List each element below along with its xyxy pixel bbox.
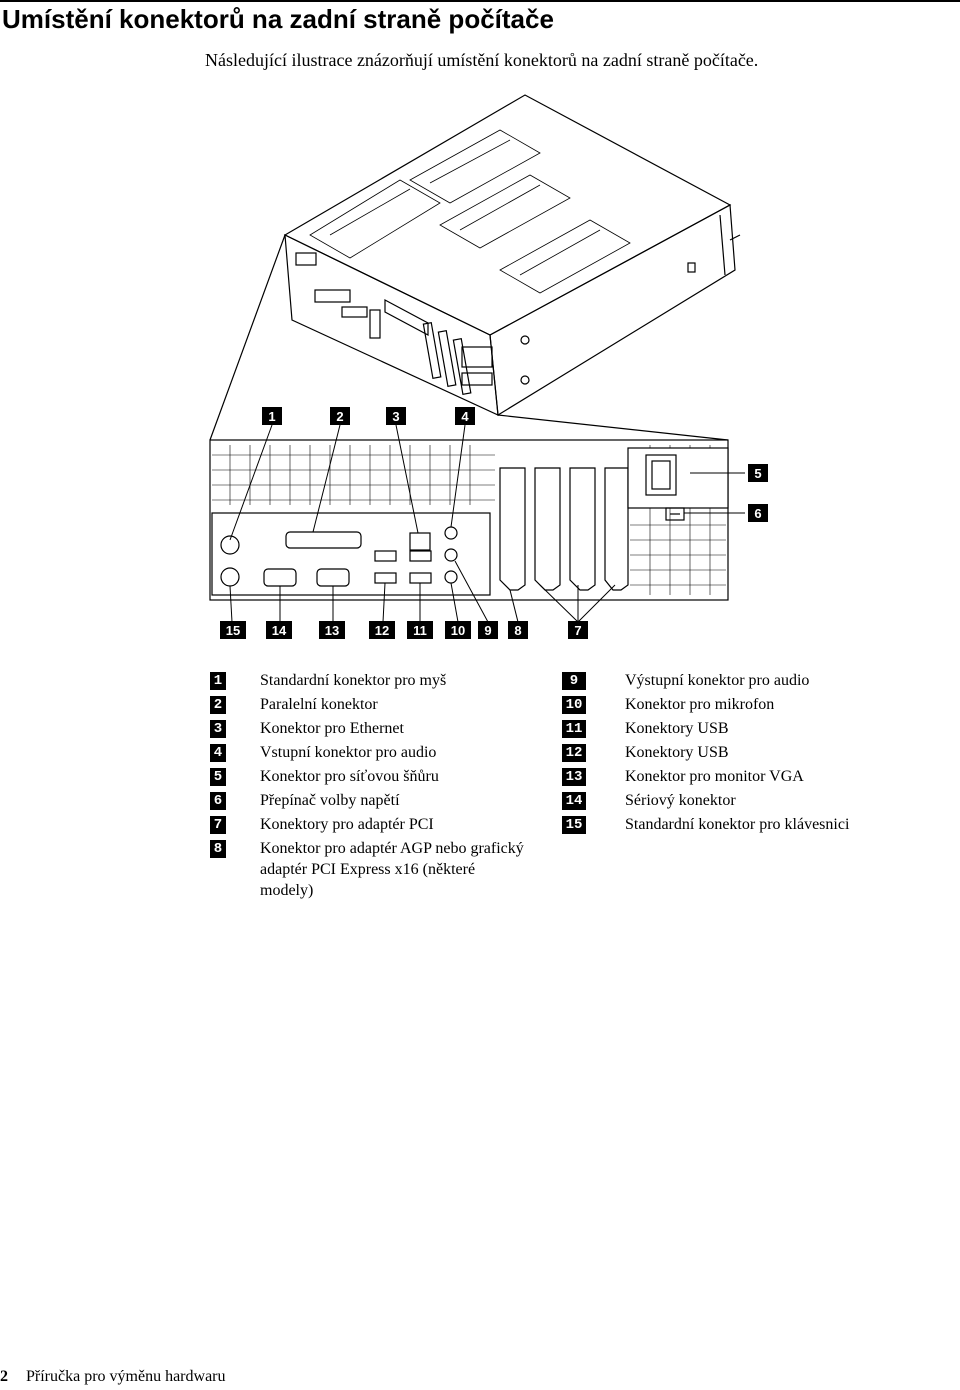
callout-badge-top: 1 xyxy=(262,407,282,425)
svg-text:12: 12 xyxy=(375,623,389,638)
intro-paragraph: Následující ilustrace znázorňují umístěn… xyxy=(205,50,759,70)
callout-badges: 1 2 3 4 5 6 15 14 xyxy=(220,407,768,639)
callout-badge-right: 6 xyxy=(748,504,768,522)
callout-badge-bottom: 8 xyxy=(508,621,528,639)
io-panel xyxy=(211,512,491,596)
legend-number: 6 xyxy=(210,792,226,810)
callout-badge-bottom: 15 xyxy=(220,621,246,639)
legend-column-left: 1 Standardní konektor pro myš 2 Paralelní … xyxy=(210,670,570,908)
svg-text:14: 14 xyxy=(272,623,287,638)
legend-text: Vstupní konektor pro audio xyxy=(260,744,437,761)
legend-number: 5 xyxy=(210,768,226,786)
page-number: 2 xyxy=(0,1368,8,1385)
svg-text:9: 9 xyxy=(484,623,491,638)
computer-case-drawing xyxy=(283,94,741,417)
callout-badge-bottom: 7 xyxy=(568,621,588,639)
legend-text: Konektor pro Ethernet xyxy=(260,720,404,737)
book-title: Příručka pro výměnu hardwaru xyxy=(26,1368,226,1385)
svg-text:4: 4 xyxy=(461,409,469,424)
legend-item: 3 Konektor pro Ethernet xyxy=(210,718,570,742)
svg-text:8: 8 xyxy=(514,623,521,638)
legend-text: Konektory pro adaptér PCI xyxy=(260,816,434,833)
legend-number: 14 xyxy=(562,792,586,810)
legend-item: 6 Přepínač volby napětí xyxy=(210,790,570,814)
legend-text: Paralelní konektor xyxy=(260,696,378,713)
rear-connectors-illustration: 1 2 3 4 5 6 15 14 xyxy=(209,94,768,639)
legend-number: 12 xyxy=(562,744,586,762)
svg-text:6: 6 xyxy=(754,506,761,521)
legend-number: 9 xyxy=(562,672,586,690)
top-vent-pattern xyxy=(309,129,631,294)
legend-item: 12 Konektory USB xyxy=(562,742,922,766)
legend-item: 14 Sériový konektor xyxy=(562,790,922,814)
legend-item: 8 Konektor pro adaptér AGP nebo grafický … xyxy=(210,838,570,908)
legend-text: Standardní konektor pro myš xyxy=(260,672,447,689)
svg-text:15: 15 xyxy=(226,623,240,638)
legend-item: 1 Standardní konektor pro myš xyxy=(210,670,570,694)
svg-text:3: 3 xyxy=(392,409,399,424)
legend-text: Standardní konektor pro klávesnici xyxy=(625,816,850,833)
legend-item: 5 Konektor pro síťovou šňůru xyxy=(210,766,570,790)
legend-item: 9 Výstupní konektor pro audio xyxy=(562,670,922,694)
callout-badge-top: 2 xyxy=(330,407,350,425)
legend-number: 3 xyxy=(210,720,226,738)
page-title: Umístění konektorů na zadní straně počít… xyxy=(2,4,554,34)
power-supply xyxy=(627,447,729,521)
legend-number: 2 xyxy=(210,696,226,714)
legend-text: Konektor pro monitor VGA xyxy=(625,768,804,785)
legend-text: Konektory USB xyxy=(625,744,729,761)
callout-badge-bottom: 13 xyxy=(319,621,345,639)
callout-badge-bottom: 14 xyxy=(266,621,292,639)
legend-item: 11 Konektory USB xyxy=(562,718,922,742)
callout-badge-top: 4 xyxy=(455,407,475,425)
callout-badge-bottom: 12 xyxy=(369,621,395,639)
svg-text:2: 2 xyxy=(336,409,343,424)
legend-text: Konektory USB xyxy=(625,720,729,737)
callout-badge-bottom: 11 xyxy=(407,621,433,639)
expansion-slots xyxy=(499,467,629,591)
legend-number: 13 xyxy=(562,768,586,786)
svg-text:11: 11 xyxy=(413,623,427,638)
rear-panel-outline xyxy=(209,439,729,601)
legend-number: 1 xyxy=(210,672,226,690)
legend-item: 13 Konektor pro monitor VGA xyxy=(562,766,922,790)
legend-item: 10 Konektor pro mikrofon xyxy=(562,694,922,718)
legend-text: Sériový konektor xyxy=(625,792,736,809)
legend-text: Přepínač volby napětí xyxy=(260,792,400,809)
legend-number: 4 xyxy=(210,744,226,762)
callout-badge-right: 5 xyxy=(748,464,768,482)
legend-number: 10 xyxy=(562,696,586,714)
legend-number: 8 xyxy=(210,840,226,858)
legend-text: Konektor pro síťovou šňůru xyxy=(260,768,439,785)
legend-text: Výstupní konektor pro audio xyxy=(625,672,810,689)
callout-leader-lines xyxy=(229,424,745,623)
svg-text:1: 1 xyxy=(268,409,275,424)
svg-text:13: 13 xyxy=(325,623,339,638)
svg-text:10: 10 xyxy=(451,623,465,638)
page-footer: 2 Příručka pro výměnu hardwaru xyxy=(0,1368,226,1386)
legend-number: 11 xyxy=(562,720,586,738)
callout-badge-top: 3 xyxy=(386,407,406,425)
legend-number: 15 xyxy=(562,816,586,834)
legend-text: Konektor pro mikrofon xyxy=(625,696,775,713)
top-rule xyxy=(0,0,960,2)
legend-item: 4 Vstupní konektor pro audio xyxy=(210,742,570,766)
legend-item: 15 Standardní konektor pro klávesnici xyxy=(562,814,922,838)
callout-badge-bottom: 9 xyxy=(478,621,498,639)
callout-badge-bottom: 10 xyxy=(445,621,471,639)
legend-text: Konektor pro adaptér AGP nebo grafický a… xyxy=(260,840,524,899)
legend-item: 7 Konektory pro adaptér PCI xyxy=(210,814,570,838)
legend-item: 2 Paralelní konektor xyxy=(210,694,570,718)
legend-number: 7 xyxy=(210,816,226,834)
svg-text:5: 5 xyxy=(754,466,761,481)
svg-text:7: 7 xyxy=(574,623,581,638)
